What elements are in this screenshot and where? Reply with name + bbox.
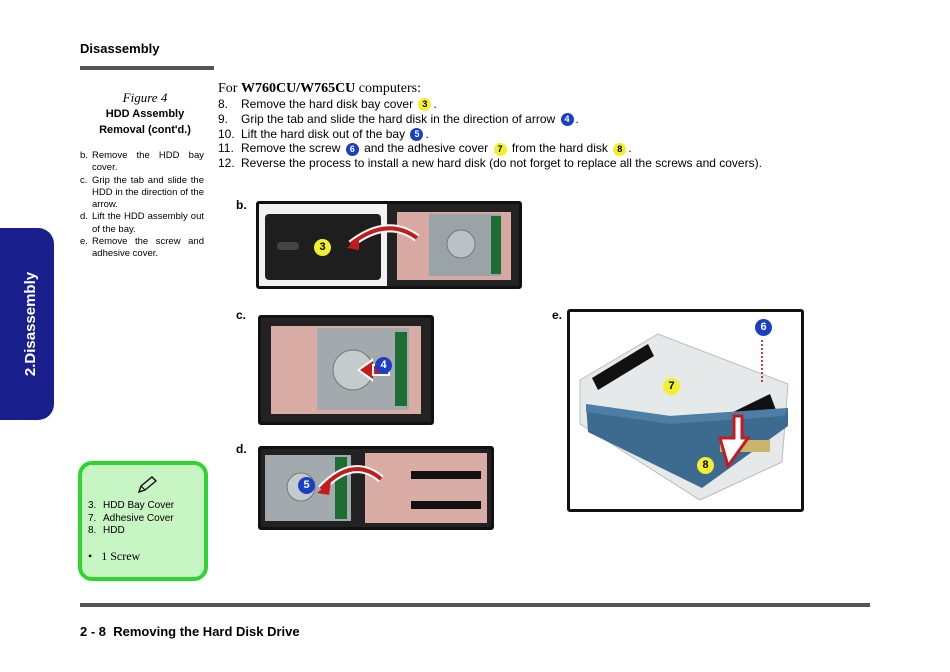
list-item: 3. HDD Bay Cover [88, 500, 174, 513]
step-text: Remove the hard disk bay cover [241, 97, 414, 111]
photo-label-e: e. [552, 308, 563, 322]
item-number: 8. [88, 525, 97, 536]
instruction-step-11: 11. Remove the screw 6 and the adhesive c… [218, 141, 818, 156]
step-text: Lift the HDD assembly out of the bay. [92, 211, 204, 235]
callout-badge: 6 [755, 319, 772, 336]
figure-title-line1: HDD Assembly [105, 108, 185, 120]
step-end: . [628, 141, 632, 156]
hdd-lift-photo [261, 449, 491, 527]
intro-suffix: computers: [358, 81, 422, 96]
step-letter: c. [80, 174, 88, 186]
photo-b: 3 [256, 201, 522, 289]
model-intro: For W760CU/W765CU computers: [218, 81, 421, 97]
figure-title-line2: Removal (cont'd.) [99, 124, 191, 136]
photo-c: 4 [258, 315, 434, 425]
step-text: Grip the tab and slide the hard disk in … [241, 111, 556, 126]
step-end: . [425, 126, 429, 141]
photo-e: 6 7 8 [567, 309, 804, 512]
callout-badge: 4 [375, 357, 392, 374]
photo-d: 5 [258, 446, 494, 530]
callout-badge: 8 [697, 457, 714, 474]
hdd-slide-photo [261, 318, 431, 422]
step-text: Grip the tab and slide the HDD in the di… [92, 174, 204, 211]
hdd-bay-cover-photo [259, 204, 519, 286]
callout-badge: 8 [613, 142, 627, 156]
step-number: 12. [218, 156, 235, 171]
step-number: 10. [218, 126, 235, 141]
figure-step: e. Remove the screw and adhesive cover. [80, 236, 204, 261]
item-text: Adhesive Cover [103, 512, 174, 524]
callout-badge: 5 [298, 477, 315, 494]
step-text: Lift the hard disk out of the bay [241, 126, 406, 141]
step-number: 11. [218, 141, 234, 156]
instruction-step-12: 12. Reverse the process to install a new … [218, 156, 818, 171]
step-text: and the adhesive cover [364, 141, 489, 156]
callout-badge: 3 [314, 239, 331, 256]
item-text: HDD Bay Cover [103, 500, 175, 511]
figure-step: b. Remove the HDD bay cover. [80, 150, 204, 175]
figure-step: d. Lift the HDD assembly out of the bay. [80, 211, 204, 236]
photo-label-c: c. [236, 308, 247, 322]
step-text: Reverse the process to install a new har… [241, 156, 762, 171]
figure-caption: Figure 4 HDD Assembly Removal (cont'd.) [80, 90, 210, 138]
page-footer: 2 - 8 Removing the Hard Disk Drive [80, 624, 300, 639]
bullet-text: 1 Screw [101, 549, 141, 563]
page-header-title: Disassembly [80, 41, 160, 56]
header-rule [80, 66, 214, 70]
step-number: 9. [218, 111, 229, 126]
hdd-screw-cover-photo [570, 312, 801, 509]
instruction-steps: 8. Remove the hard disk bay cover 3. 9. Gr… [218, 97, 818, 171]
figure-step: c. Grip the tab and slide the HDD in the … [80, 175, 204, 212]
instruction-step-10: 10. Lift the hard disk out of the bay 5. [218, 127, 818, 142]
step-end: . [433, 97, 437, 111]
item-number: 3. [88, 500, 97, 511]
photo-label-b: b. [236, 198, 247, 212]
callout-badge: 7 [493, 142, 507, 156]
step-letter: b. [80, 150, 88, 161]
pencil-icon [137, 476, 158, 494]
model-name: W760CU/W765CU [240, 81, 356, 96]
callout-badge: 6 [345, 142, 359, 156]
photo-label-d: d. [236, 442, 247, 456]
footer-rule [80, 603, 870, 607]
step-text: Remove the screw [241, 141, 341, 156]
callout-badge: 7 [663, 378, 680, 395]
step-text: from the hard disk [511, 141, 608, 156]
callout-badge: 4 [560, 113, 574, 127]
bullet: • [88, 549, 93, 563]
side-tab [0, 228, 54, 420]
intro-prefix: For [218, 81, 238, 96]
step-end: . [575, 111, 579, 126]
callout-badge: 5 [410, 127, 424, 141]
step-letter: d. [80, 211, 88, 223]
item-text: HDD [103, 525, 125, 536]
item-number: 7. [88, 512, 97, 524]
step-text: Remove the screw and adhesive cover. [92, 236, 204, 260]
list-item: 7. Adhesive Cover [88, 513, 174, 526]
step-letter: e. [80, 236, 88, 248]
instruction-step-9: 9. Grip the tab and slide the hard disk i… [218, 112, 818, 127]
screw-count: • 1 Screw [88, 549, 140, 564]
side-tab-label: 2.Disassembly [22, 271, 39, 377]
callout-badge: 3 [418, 98, 432, 112]
step-text: Remove the HDD bay cover. [92, 150, 204, 174]
parts-list: 3. HDD Bay Cover 7. Adhesive Cover 8. HDD [88, 500, 174, 538]
instruction-step-8: 8. Remove the hard disk bay cover 3. [218, 97, 818, 112]
parts-note-box: 3. HDD Bay Cover 7. Adhesive Cover 8. HDD •… [78, 461, 208, 581]
list-item: 8. HDD [88, 525, 174, 538]
figure-step-list: b. Remove the HDD bay cover. c. Grip the t… [80, 150, 204, 261]
step-number: 8. [218, 97, 229, 111]
figure-number: Figure 4 [122, 90, 168, 105]
